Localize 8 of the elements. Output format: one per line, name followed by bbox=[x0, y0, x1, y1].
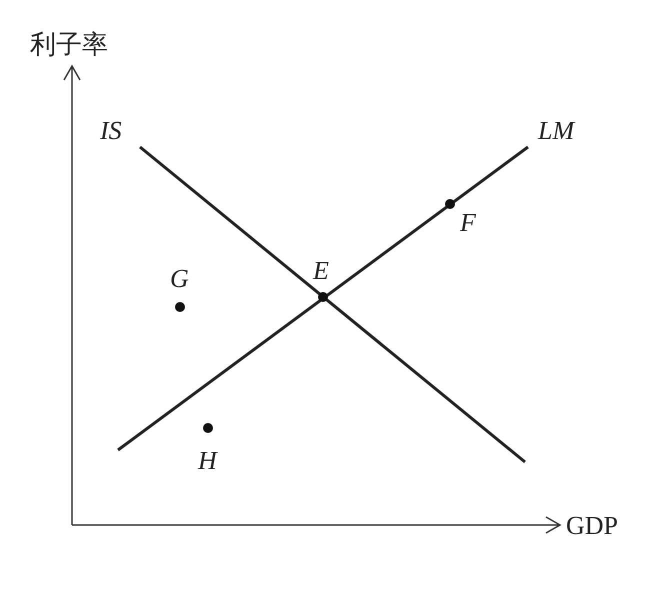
point-label: E bbox=[313, 258, 329, 284]
axis-label: 利子率 bbox=[30, 32, 108, 58]
curve-label: IS bbox=[100, 118, 122, 144]
point-label: G bbox=[170, 266, 189, 292]
curve-label: LM bbox=[538, 118, 574, 144]
point-label: F bbox=[460, 210, 476, 236]
point-label: H bbox=[198, 448, 217, 474]
axis-label: GDP bbox=[566, 513, 618, 539]
